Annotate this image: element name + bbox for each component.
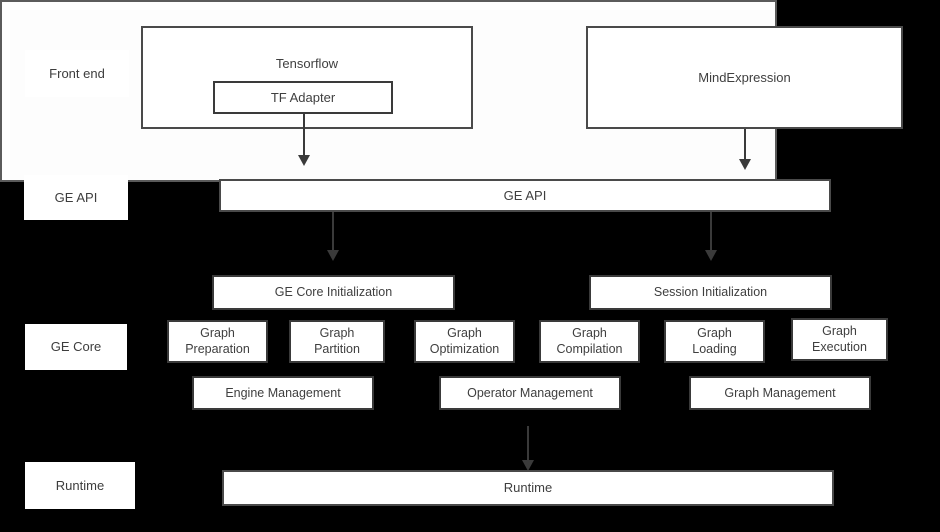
graph-compilation-label: Graph Compilation bbox=[556, 325, 623, 356]
framework-label-tensorflow: Tensorflow bbox=[275, 56, 339, 71]
framework-label-mindexpression: MindExpression bbox=[698, 70, 791, 85]
layer-label-runtime-text: Runtime bbox=[55, 477, 105, 493]
session-initialization-label: Session Initialization bbox=[653, 285, 768, 300]
engine-management-label: Engine Management bbox=[225, 385, 341, 400]
arrow-head-ge-core-to-runtime bbox=[522, 460, 534, 471]
operator-management-label: Operator Management bbox=[467, 385, 593, 400]
arrow-head-ge-api-to-session-init bbox=[705, 250, 717, 261]
ge-api-bar[interactable]: GE API bbox=[219, 179, 831, 212]
arrow-head-mindexpression-to-ge-api bbox=[739, 159, 751, 170]
graph-optimization-label: Graph Optimization bbox=[429, 325, 500, 356]
graph-management-label: Graph Management bbox=[724, 385, 836, 400]
arrow-line-ge-core-to-runtime bbox=[527, 426, 529, 462]
arrow-line-ge-api-to-ge-core-init bbox=[332, 212, 334, 252]
arrow-head-ge-api-to-ge-core-init bbox=[327, 250, 339, 261]
tf-adapter-label: TF Adapter bbox=[270, 89, 336, 105]
session-initialization-box[interactable]: Session Initialization bbox=[589, 275, 832, 310]
ge-core-initialization-box[interactable]: GE Core Initialization bbox=[212, 275, 455, 310]
arrow-line-ge-api-to-session-init bbox=[710, 212, 712, 252]
arrow-line-tf-adapter-to-ge-api bbox=[303, 114, 305, 158]
graph-compilation-box[interactable]: Graph Compilation bbox=[539, 320, 640, 363]
graph-execution-label: Graph Execution bbox=[812, 323, 867, 354]
graph-loading-box[interactable]: Graph Loading bbox=[664, 320, 765, 363]
arrow-line-mindexpression-to-ge-api bbox=[744, 129, 746, 162]
layer-label-ge-api: GE API bbox=[24, 175, 128, 220]
engine-management-box[interactable]: Engine Management bbox=[192, 376, 374, 410]
graph-loading-label: Graph Loading bbox=[692, 325, 737, 356]
layer-label-ge-core: GE Core bbox=[25, 324, 127, 370]
arrow-head-tf-adapter-to-ge-api bbox=[298, 155, 310, 166]
framework-box-mindexpression: MindExpression bbox=[586, 26, 903, 129]
graph-partition-label: Graph Partition bbox=[314, 325, 360, 356]
layer-label-ge-api-text: GE API bbox=[54, 189, 98, 205]
tf-adapter-box[interactable]: TF Adapter bbox=[213, 81, 393, 114]
graph-preparation-box[interactable]: Graph Preparation bbox=[167, 320, 268, 363]
runtime-bar[interactable]: Runtime bbox=[222, 470, 834, 506]
graph-preparation-label: Graph Preparation bbox=[185, 325, 250, 356]
layer-label-runtime: Runtime bbox=[25, 462, 135, 509]
layer-label-ge-core-text: GE Core bbox=[50, 339, 102, 355]
layer-label-front-end-text: Front end bbox=[49, 65, 105, 81]
graph-partition-box[interactable]: Graph Partition bbox=[289, 320, 385, 363]
operator-management-box[interactable]: Operator Management bbox=[439, 376, 621, 410]
graph-management-box[interactable]: Graph Management bbox=[689, 376, 871, 410]
layer-label-front-end: Front end bbox=[25, 50, 129, 97]
ge-api-bar-label: GE API bbox=[503, 187, 547, 203]
ge-core-initialization-label: GE Core Initialization bbox=[274, 285, 393, 300]
graph-optimization-box[interactable]: Graph Optimization bbox=[414, 320, 515, 363]
runtime-bar-label: Runtime bbox=[503, 480, 553, 496]
graph-execution-box[interactable]: Graph Execution bbox=[791, 318, 888, 361]
